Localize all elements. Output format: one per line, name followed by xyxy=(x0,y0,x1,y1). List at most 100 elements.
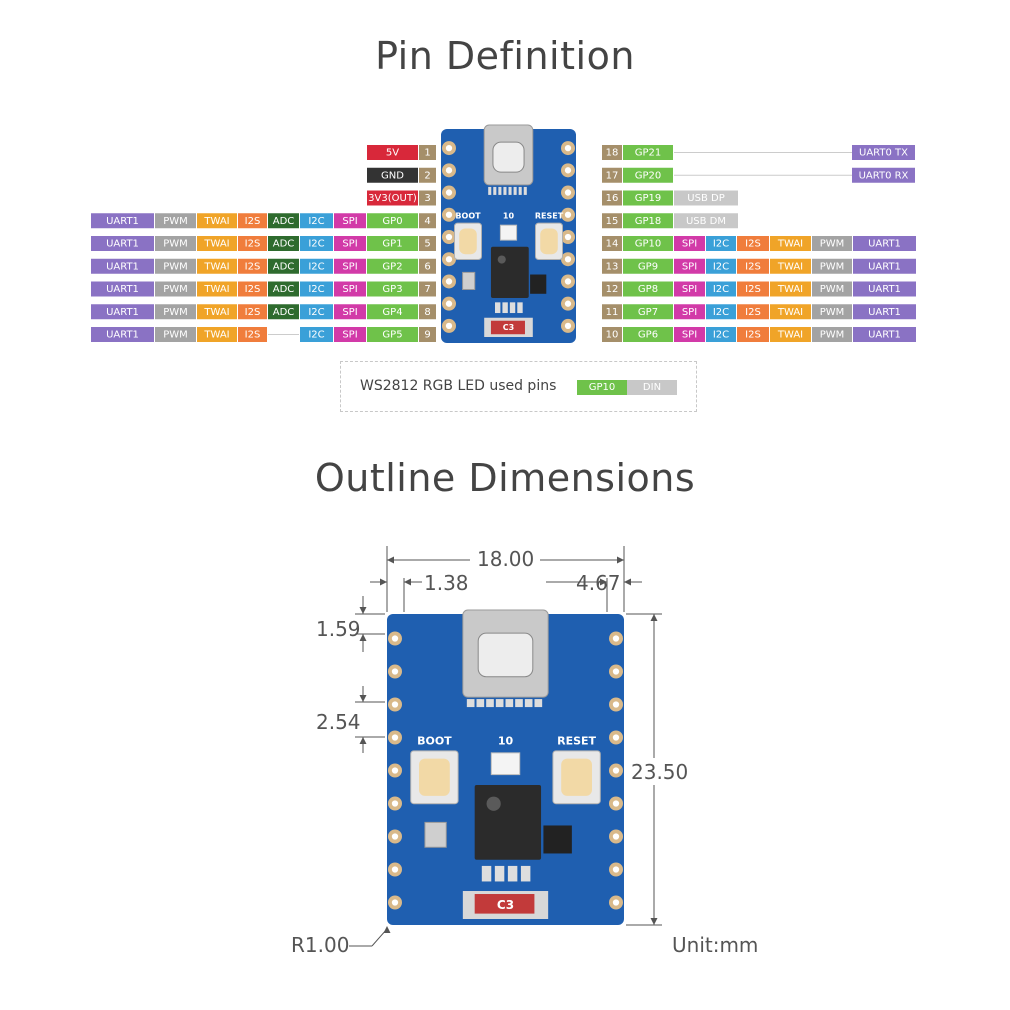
right-pin-num-16-bg xyxy=(602,190,622,206)
outline-smd-part xyxy=(520,865,531,882)
right-pin-13-func-0: SPI xyxy=(682,261,697,272)
left-pin-num-5-bg xyxy=(419,236,436,251)
left-pin-6-func-1-bg xyxy=(155,258,196,274)
left-pin-4-func-3-bg xyxy=(238,213,267,229)
left-pin-6-func-2-bg xyxy=(197,258,237,274)
right-pin-name-12-bg xyxy=(623,281,673,297)
left-pin-num-9: 9 xyxy=(424,330,430,341)
outline-rgb-led xyxy=(490,752,521,776)
right-pin-12-func-0-bg xyxy=(674,281,705,297)
right-pin-11-func-3-bg xyxy=(770,304,811,320)
pinmap-usb-pin xyxy=(513,186,517,195)
outline-regulator xyxy=(543,825,572,854)
outline-usb-pin xyxy=(466,699,475,708)
left-pin-7-func-5-bg xyxy=(300,281,333,297)
right-pin-12-func-2-bg xyxy=(737,281,769,297)
outline-usb-pin xyxy=(495,699,504,708)
left-pin-4-func-5: I2C xyxy=(308,216,324,227)
left-pin-name-6: GP2 xyxy=(382,261,402,272)
right-pin-10-func-4: PWM xyxy=(820,330,845,341)
left-pin-name-5: GP1 xyxy=(382,239,402,250)
right-pin-name-17-bg xyxy=(623,167,673,183)
outline-pad-hole xyxy=(612,833,620,840)
left-pin-name-6-bg xyxy=(367,258,418,274)
left-pin-7-func-6-bg xyxy=(334,281,366,297)
right-pin-num-11: 11 xyxy=(606,307,619,318)
left-pin-9-func-0: UART1 xyxy=(106,330,139,341)
right-pin-11-func-1: I2C xyxy=(713,307,729,318)
right-pin-num-12-bg xyxy=(602,281,622,297)
left-pin-num-7: 7 xyxy=(424,284,430,295)
left-pin-8-func-0: UART1 xyxy=(106,307,139,318)
right-pin-14-func-1-bg xyxy=(706,236,736,251)
right-pin-18-uart0: UART0 TX xyxy=(859,148,908,159)
pinmap-usb-pin xyxy=(503,186,507,195)
right-pin-12-func-1-bg xyxy=(706,281,736,297)
left-pin-name-2: GND xyxy=(381,170,404,181)
left-pin-6-func-2: TWAI xyxy=(203,261,229,272)
left-pin-name-2-bg xyxy=(367,167,418,183)
right-pin-12-func-5-bg xyxy=(853,281,916,297)
right-pin-13-func-2: I2S xyxy=(745,261,761,272)
outline-usb-pin xyxy=(505,699,514,708)
left-pin-8-func-4-bg xyxy=(268,304,299,320)
left-pin-num-1-bg xyxy=(419,145,436,160)
left-pin-4-func-1: PWM xyxy=(163,216,188,227)
right-pin-num-12: 12 xyxy=(606,284,619,295)
left-pin-6-func-5: I2C xyxy=(308,261,324,272)
outline-led-label: 10 xyxy=(498,734,514,747)
right-pin-num-10-bg xyxy=(602,327,622,342)
left-pin-5-func-5-bg xyxy=(300,236,333,251)
pinmap-pad-hole xyxy=(445,256,453,263)
left-pin-name-8: GP4 xyxy=(382,307,402,318)
left-pin-name-1: 5V xyxy=(386,148,399,159)
outline-pad-hole xyxy=(391,635,399,642)
led-legend-box xyxy=(340,361,697,412)
outline-usb-pin xyxy=(515,699,523,708)
dim-radius: R1.00 xyxy=(291,933,350,957)
pinmap-pad-hole xyxy=(564,233,572,241)
right-pin-13-func-4: PWM xyxy=(820,261,845,272)
outline-chip-logo xyxy=(486,796,501,811)
outline-pad-hole xyxy=(391,866,399,873)
pinmap-boot-label: BOOT xyxy=(455,211,481,220)
left-pin-name-5-bg xyxy=(367,236,418,251)
outline-pad-hole xyxy=(391,899,399,906)
left-pin-6-func-6-bg xyxy=(334,258,366,274)
right-pin-name-16-bg xyxy=(623,190,673,206)
pinmap-pad-hole xyxy=(445,322,453,330)
outline-usb-pin xyxy=(534,699,543,708)
left-pin-7-func-3-bg xyxy=(238,281,267,297)
pinmap-smd-part xyxy=(517,302,523,314)
right-pin-14-func-2-bg xyxy=(737,236,769,251)
right-pin-14-func-0: SPI xyxy=(682,239,697,250)
pinmap-regulator xyxy=(530,274,547,294)
right-pin-13-func-1-bg xyxy=(706,258,736,274)
right-pin-10-func-5: UART1 xyxy=(868,330,901,341)
right-pin-name-15-bg xyxy=(623,213,673,229)
outline-usb-c-port xyxy=(477,632,534,678)
pinmap-reset-button-cap xyxy=(540,228,558,255)
outline-pad-hole xyxy=(391,734,399,741)
pinmap-pad-hole xyxy=(445,278,453,285)
left-offset-arrow-a xyxy=(380,578,387,586)
right-pin-18-uart0-bg xyxy=(852,145,915,160)
left-pin-num-2: 2 xyxy=(424,170,430,181)
outline-pad-hole xyxy=(612,800,620,807)
left-pin-4-func-2-bg xyxy=(197,213,237,229)
right-pin-14-func-4-bg xyxy=(812,236,852,251)
right-pin-num-18-bg xyxy=(602,145,622,160)
left-pin-4-func-6-bg xyxy=(334,213,366,229)
left-pin-4-func-0-bg xyxy=(91,213,154,229)
outline-smd-part xyxy=(494,865,505,882)
left-pin-7-func-1: PWM xyxy=(163,284,188,295)
pinmap-pad-hole xyxy=(445,167,453,174)
pinmap-boot-button-cap xyxy=(459,228,477,255)
pitch-arrow-a xyxy=(359,695,367,702)
pinmap-led-label: 10 xyxy=(503,211,515,220)
pinmap-crystal xyxy=(462,271,476,291)
left-pin-5-func-2: TWAI xyxy=(203,239,229,250)
left-pin-5-func-1-bg xyxy=(155,236,196,251)
